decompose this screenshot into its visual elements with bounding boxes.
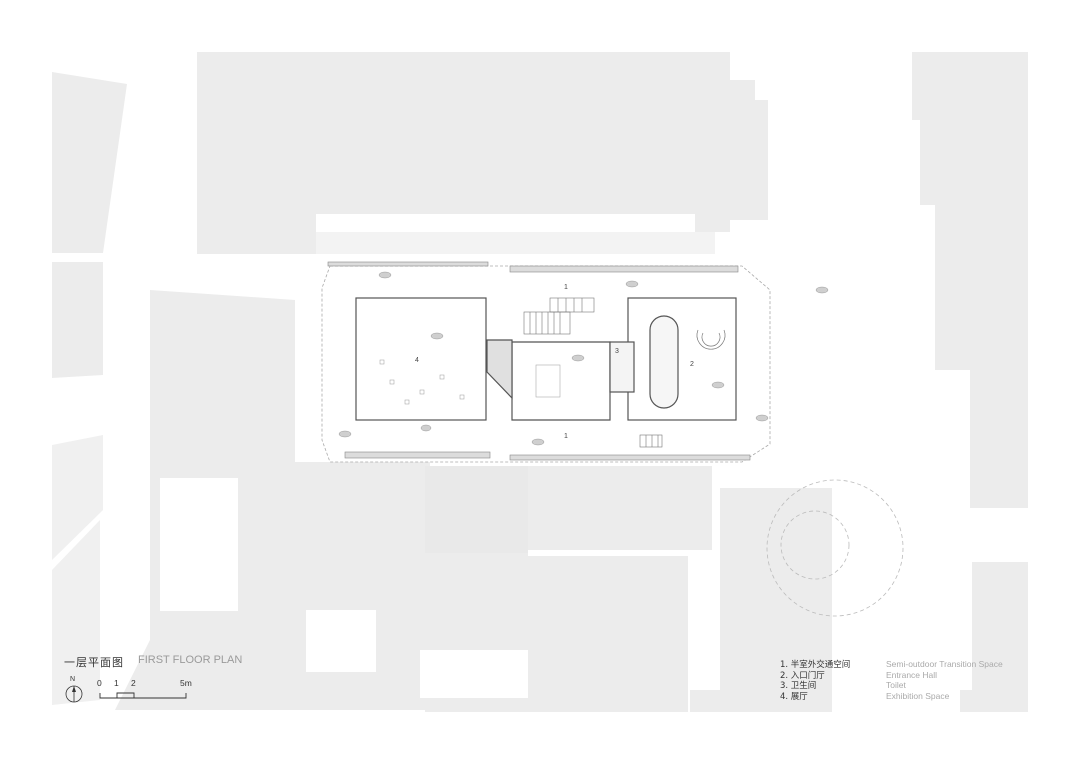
legend-en: Semi-outdoor Transition Space — [886, 659, 1003, 669]
room-number: 4 — [415, 357, 419, 364]
scale-tick-1: 1 — [114, 678, 119, 688]
legend-cn: 1. 半室外交通空间 — [780, 660, 851, 670]
legend-item: 3. 卫生间 Toilet — [780, 680, 1003, 691]
stairs — [523, 297, 663, 448]
room-number: 3 — [615, 348, 619, 355]
block-west-mid — [52, 262, 103, 378]
block-south-mid2 — [528, 466, 712, 550]
room-number: 2 — [690, 361, 694, 368]
scale-tick-2: 2 — [131, 678, 136, 688]
scale-bar — [99, 692, 187, 699]
legend-cn: 4. 展厅 — [780, 691, 808, 702]
plan-title-cn: 一层平面图 — [64, 656, 124, 669]
courtyard-1 — [160, 478, 238, 611]
courtyard-2 — [306, 610, 376, 672]
block-north-strip — [316, 232, 715, 254]
courtyard-3 — [420, 650, 528, 698]
north-label: N — [70, 676, 76, 683]
courtyards — [160, 478, 528, 698]
legend-en: Toilet — [886, 680, 906, 690]
room-number: 1 — [564, 284, 568, 291]
legend-en: Exhibition Space — [886, 690, 950, 701]
central-void — [535, 364, 561, 398]
building-walls — [355, 297, 737, 421]
exhibit-markers — [379, 359, 465, 405]
legend-item: 1. 半室外交通空间 Semi-outdoor Transition Space — [780, 659, 1003, 670]
scale-tick-0: 0 — [97, 678, 102, 688]
block-west-top — [52, 72, 127, 253]
block-south-center — [280, 462, 430, 710]
block-east-low — [690, 488, 832, 712]
central-core — [511, 341, 611, 421]
plan-title-en: FIRST FLOOR PLAN — [138, 654, 243, 666]
entrance-hall — [627, 297, 737, 421]
block-south-east — [528, 556, 688, 712]
seating-arc — [696, 329, 726, 350]
exhibition-room — [355, 297, 487, 421]
block-east-top — [912, 52, 1028, 508]
toilet-block — [609, 341, 635, 393]
scale-tick-5m: 5m — [180, 678, 192, 688]
perimeter-walls — [327, 261, 751, 461]
people-figures — [338, 271, 829, 446]
legend-cn: 2. 入口门厅 — [780, 670, 825, 681]
legend-en: Entrance Hall — [886, 669, 938, 680]
legend-item: 4. 展厅 Exhibition Space — [780, 691, 1003, 702]
room-number: 1 — [564, 433, 568, 440]
wedge-wall — [486, 339, 513, 400]
block-east-bottom — [960, 562, 1028, 712]
tree-canopy — [766, 479, 904, 617]
block-west-low2 — [52, 520, 100, 705]
block-north — [197, 52, 768, 254]
block-south-mid — [425, 466, 528, 553]
site-outline — [321, 265, 771, 463]
block-west-low — [52, 435, 103, 560]
north-arrow-icon — [65, 685, 83, 703]
legend-cn: 3. 卫生间 — [780, 681, 817, 691]
legend-item: 2. 入口门厅 Entrance Hall — [780, 670, 1003, 681]
stair-capsule — [649, 315, 679, 409]
